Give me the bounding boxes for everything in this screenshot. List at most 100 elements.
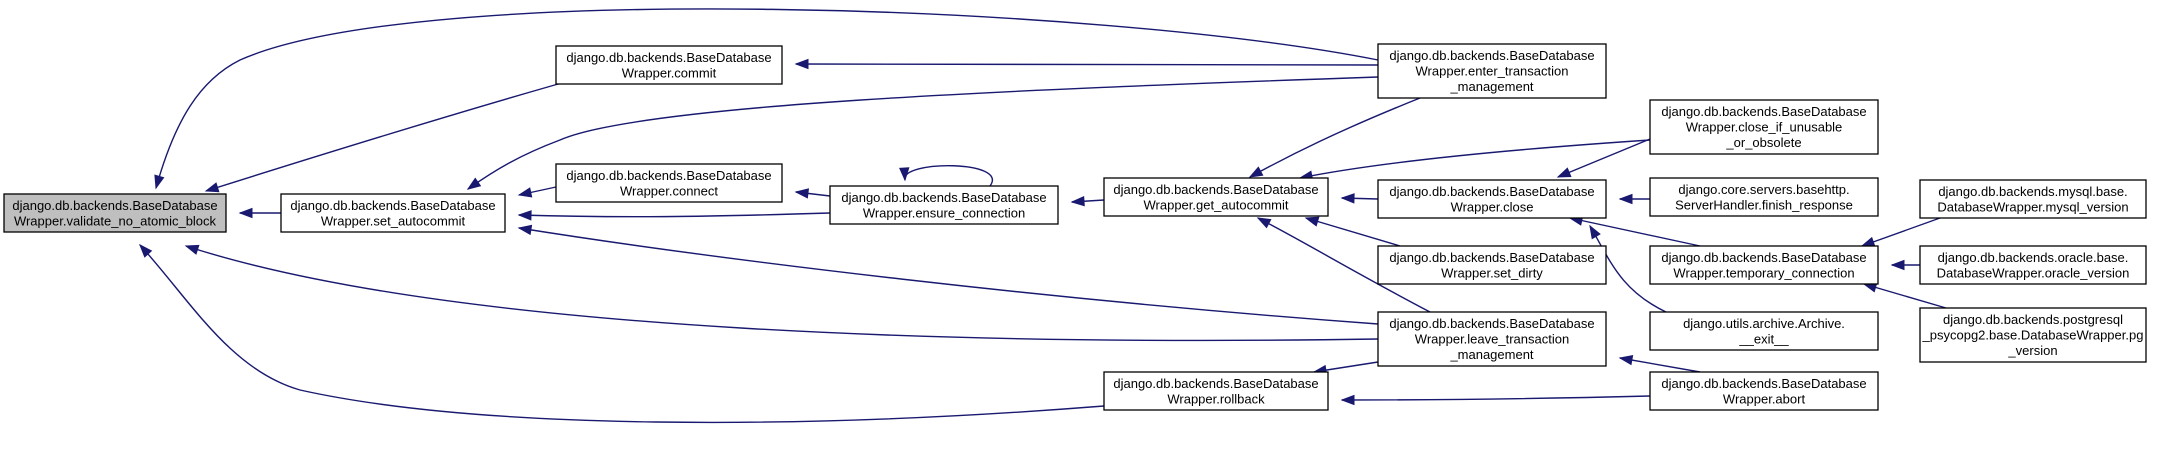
arrowhead-icon [1556,167,1572,178]
edge-finish_response-to-close [1618,193,1650,205]
node-box [1377,311,1607,367]
node-box [1919,245,2147,285]
edge-line [1305,217,1401,247]
node-label-line: django.db.backends.BaseDatabase [1389,316,1594,331]
arrowhead-icon [466,177,482,190]
edge-mysql_version-to-temporary_connection [1860,217,1941,247]
node-connect[interactable]: django.db.backends.BaseDatabaseWrapper.c… [555,163,783,203]
node-label-line: __exit__ [1738,331,1789,346]
node-ensure-connection[interactable]: django.db.backends.BaseDatabaseWrapper.e… [829,185,1059,225]
node-label-line: Wrapper.set_autocommit [321,213,466,228]
node-label-line: Wrapper.validate_no_atomic_block [14,213,217,228]
node-label-line: Wrapper.close_if_unusable [1686,120,1843,135]
node-commit[interactable]: django.db.backends.BaseDatabaseWrapper.c… [555,45,783,85]
node-box [1919,307,2147,363]
node-label-line: Wrapper.connect [620,183,718,198]
node-label-line: django.db.backends.postgresql [1943,312,2123,327]
edge-line [1299,139,1651,179]
edge-line [205,74,591,192]
arrowhead-icon [184,244,200,255]
node-rollback[interactable]: django.db.backends.BaseDatabaseWrapper.r… [1103,371,1329,411]
arrowhead-icon [899,167,910,182]
node-label-line: _management [1449,79,1533,94]
edge-oracle_version-to-temporary_connection [1890,259,1920,271]
edge-commit-to-validate_no_atomic_block [204,74,591,193]
edge-line [518,212,831,218]
node-oracle-version[interactable]: django.db.backends.oracle.base.DatabaseW… [1919,245,2147,285]
node-label-line: _management [1449,347,1533,362]
node-label-line: Wrapper.temporary_connection [1673,265,1854,280]
node-leave-transaction-management[interactable]: django.db.backends.BaseDatabaseWrapper.l… [1377,311,1607,367]
node-box [1649,177,1879,217]
edge-line [155,8,1379,189]
node-label-line: django.utils.archive.Archive. [1683,316,1845,331]
arrowhead-icon [238,207,253,219]
edge-enter_transaction_management-to-set_autocommit [466,76,1379,190]
node-mysql-version[interactable]: django.db.backends.mysql.base.DatabaseWr… [1919,179,2147,219]
node-label-line: _version [2007,343,2057,358]
arrowhead-icon [1304,216,1320,227]
edge-line [139,244,1105,424]
arrowhead-icon [1340,193,1355,204]
arrowhead-icon [1248,166,1264,178]
node-label-line: Wrapper.ensure_connection [863,205,1025,220]
edge-close_if_unusable_or_obsolete-to-close [1556,138,1651,178]
node-label-line: django.db.backends.BaseDatabase [1661,250,1866,265]
node-label-line: django.db.backends.BaseDatabase [1661,376,1866,391]
node-abort[interactable]: django.db.backends.BaseDatabaseWrapper.a… [1649,371,1879,411]
node-close[interactable]: django.db.backends.BaseDatabaseWrapper.c… [1377,179,1607,219]
node-label-line: Wrapper.set_dirty [1441,265,1543,280]
node-set-autocommit[interactable]: django.db.backends.BaseDatabaseWrapper.s… [280,193,506,233]
edge-enter_transaction_management-to-validate_no_atomic_block [154,8,1379,190]
node-enter-transaction-management[interactable]: django.db.backends.BaseDatabaseWrapper.e… [1377,43,1607,99]
node-label-line: Wrapper.abort [1723,391,1806,406]
edge-line [1861,217,1941,247]
node-get-autocommit[interactable]: django.db.backends.BaseDatabaseWrapper.g… [1103,177,1329,217]
node-box [1377,43,1607,99]
node-box [1649,99,1879,155]
node-archive-exit[interactable]: django.utils.archive.Archive.__exit__ [1649,311,1879,351]
edge-set_dirty-to-get_autocommit [1304,216,1401,247]
edge-enter_transaction_management-to-get_autocommit [1248,97,1421,178]
node-label-line: django.db.backends.BaseDatabase [12,198,217,213]
node-box [1377,179,1607,219]
edge-line [467,76,1379,190]
node-label-line: django.db.backends.BaseDatabase [566,168,771,183]
edge-abort-to-rollback [1340,394,1651,406]
node-label-line: django.db.backends.BaseDatabase [1661,104,1866,119]
node-close-if-unusable-or-obsolete[interactable]: django.db.backends.BaseDatabaseWrapper.c… [1649,99,1879,155]
edge-line [1569,217,1701,247]
node-label-line: Wrapper.rollback [1167,391,1265,406]
arrowhead-icon [1340,394,1355,406]
node-label-line: DatabaseWrapper.mysql_version [1937,199,2128,214]
node-box [1649,245,1879,285]
arrowhead-icon [1860,236,1876,247]
node-label-line: Wrapper.get_autocommit [1144,197,1289,212]
node-label-line: django.core.servers.basehttp. [1678,182,1849,197]
node-pg-version[interactable]: django.db.backends.postgresql_psycopg2.b… [1919,307,2147,363]
arrowhead-icon [1070,196,1085,207]
node-temporary-connection[interactable]: django.db.backends.BaseDatabaseWrapper.t… [1649,245,1879,285]
edges-layer [139,8,1947,424]
edge-line [795,63,1379,66]
edge-line [1863,283,1947,309]
edge-line [904,164,994,187]
node-label-line: Wrapper.leave_transaction [1415,332,1569,347]
arrowhead-icon [794,188,810,199]
node-finish-response[interactable]: django.core.servers.basehttp.ServerHandl… [1649,177,1879,217]
node-label-line: django.db.backends.BaseDatabase [1389,250,1594,265]
arrowhead-icon [517,224,533,236]
edge-line [1341,395,1651,401]
node-label-line: django.db.backends.BaseDatabase [1389,184,1594,199]
node-box [1919,179,2147,219]
node-set-dirty[interactable]: django.db.backends.BaseDatabaseWrapper.s… [1377,245,1607,285]
edge-leave_transaction_management-to-set_autocommit [517,224,1379,325]
edge-line [185,245,1379,342]
arrowhead-icon [517,187,533,198]
edge-line [1257,217,1431,313]
edge-set_autocommit-to-validate_no_atomic_block [238,207,281,219]
node-validate-no-atomic-block[interactable]: django.db.backends.BaseDatabaseWrapper.v… [3,193,227,233]
node-label-line: django.db.backends.BaseDatabase [1389,48,1594,63]
node-label-line: django.db.backends.BaseDatabase [1113,376,1318,391]
